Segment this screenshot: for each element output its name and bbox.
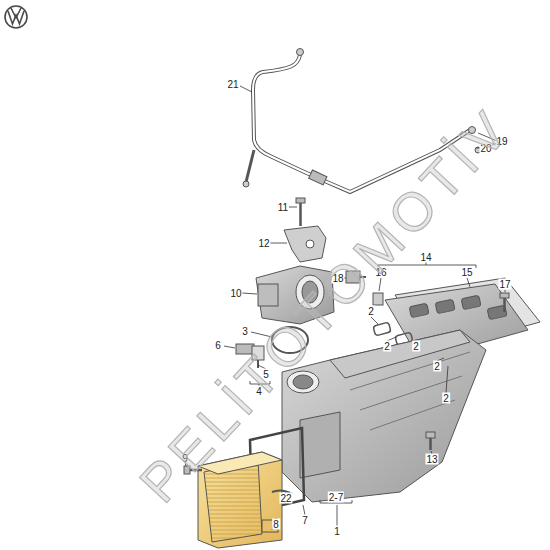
callout-number: 14	[419, 252, 432, 263]
callout-number: 22	[279, 493, 292, 504]
callout-number: 7	[301, 515, 309, 526]
brand-logo	[5, 6, 27, 28]
callout-number: 3	[241, 326, 249, 337]
callout-number: 2	[383, 341, 391, 352]
callout-number: 2-7	[328, 492, 344, 503]
callout-number: 6	[214, 340, 222, 351]
callout-number: 12	[257, 238, 270, 249]
callout-number: 8	[272, 519, 280, 530]
callout-number: 2	[433, 361, 441, 372]
bolt	[500, 293, 509, 312]
callout-number: 2	[412, 341, 420, 352]
bolt	[426, 432, 435, 450]
watermark: PELİTOTOMOTİV	[128, 97, 522, 514]
callout-number: 21	[226, 79, 239, 90]
callout-number: 2	[367, 306, 375, 317]
callout-number: 11	[277, 202, 289, 213]
callout-number: 1	[333, 526, 341, 537]
callout-number: 13	[425, 454, 438, 465]
callout-number: 2	[442, 393, 450, 404]
callout-number: 17	[498, 279, 511, 290]
bolt-and-bracket	[284, 198, 326, 262]
callout-number: 15	[460, 267, 473, 278]
callout-number: 10	[229, 288, 242, 299]
